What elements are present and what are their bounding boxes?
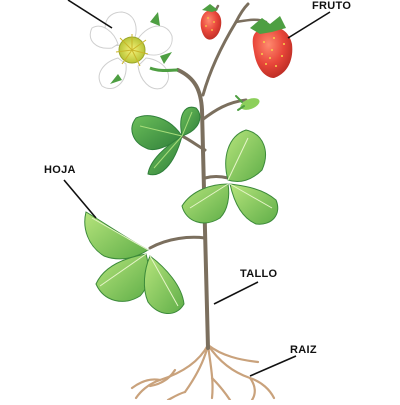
- small-fruit: [200, 4, 222, 40]
- roots: [130, 343, 276, 402]
- leader-fruit: [287, 11, 331, 39]
- leader-lines: [63, 0, 331, 377]
- label-leaf: HOJA: [44, 164, 76, 176]
- stem: [148, 2, 268, 350]
- label-root: RAIZ: [290, 344, 317, 356]
- label-fruit: FRUTO: [312, 0, 352, 12]
- upper-leaf: [131, 106, 201, 176]
- middle-leaf: [181, 129, 279, 225]
- leader-flower: [67, 0, 113, 29]
- flower: [89, 11, 179, 90]
- leader-stem: [213, 281, 259, 305]
- label-stem: TALLO: [240, 268, 278, 280]
- lower-leaf: [84, 211, 185, 314]
- leader-leaf: [63, 179, 97, 219]
- big-fruit: [250, 16, 293, 78]
- flower-bud: [235, 95, 260, 111]
- leader-root: [249, 355, 297, 377]
